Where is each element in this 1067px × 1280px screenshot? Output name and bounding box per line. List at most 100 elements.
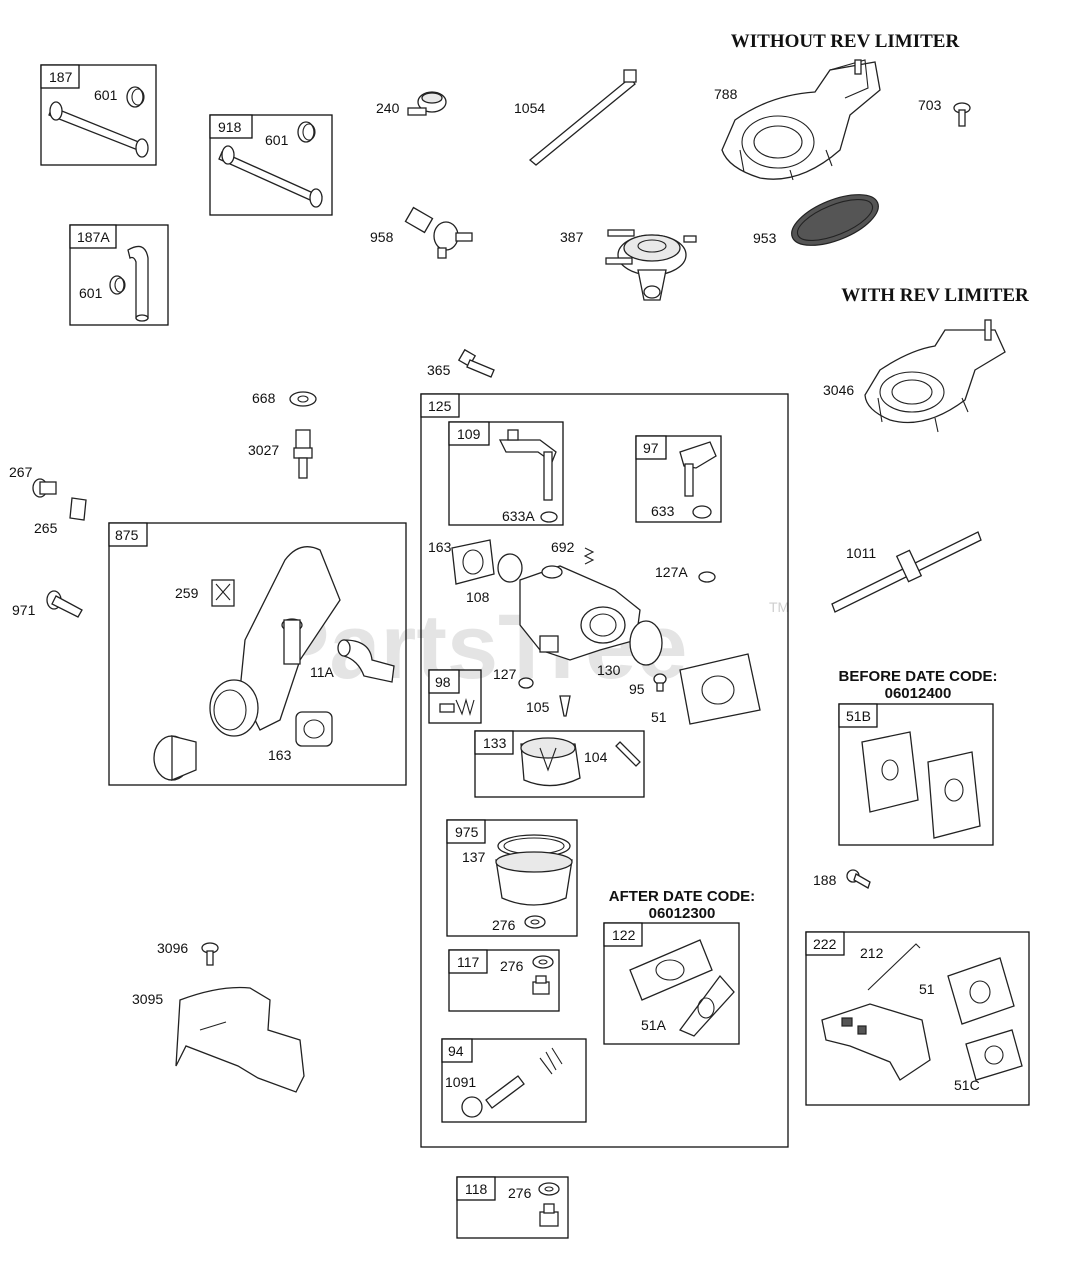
choke-plate-icon [629,620,663,666]
part-label-692: 692 [551,539,575,555]
plug-icon [698,571,716,583]
bowl-nut-icon [532,975,550,995]
kit-222[interactable]: 222 212 51 51C [805,931,1030,1106]
box-label-125: 125 [428,398,452,414]
shoulder-bolt-icon[interactable] [46,590,83,618]
clip-icon[interactable] [69,497,87,521]
fuel-filter-icon[interactable] [407,91,447,116]
part-label-267: 267 [9,464,33,480]
choke-shaft-icon [679,441,717,497]
cable-tie-icon[interactable] [528,69,637,166]
part-label-163: 163 [428,539,452,555]
part-label-3096: 3096 [157,940,188,956]
part-label-276: 276 [492,917,516,933]
part-label-953: 953 [753,230,777,246]
kit-97[interactable]: 97 633 [635,435,722,523]
box-label-222: 222 [813,936,837,952]
fitting-icon[interactable] [32,478,57,498]
kit-187[interactable]: 187 601 [40,64,157,166]
part-label-163: 163 [268,747,292,763]
spring-icon [583,547,595,565]
part-label-104: 104 [584,749,608,765]
part-label-127: 127 [493,666,517,682]
air-cleaner-base-rev-limiter-icon[interactable] [864,319,1006,433]
part-label-1054: 1054 [514,100,545,116]
kit-918[interactable]: 918 601 [209,114,333,216]
kit-118[interactable]: 118 276 [456,1176,569,1239]
gasket-icon [629,939,713,1001]
note-after-date-code-value: 06012300 [649,905,716,922]
carburetor-body-icon [519,565,641,661]
bracket-icon[interactable] [175,986,305,1093]
spacer-stud-icon[interactable] [293,429,313,479]
hose-icon [48,101,149,158]
washer-icon [524,915,546,929]
part-label-130: 130 [597,662,621,678]
fuel-pump-icon[interactable] [605,229,697,301]
box-label-94: 94 [448,1043,464,1059]
kit-122[interactable]: 122 51A [603,922,740,1045]
washer-icon[interactable] [289,391,317,407]
part-label-788: 788 [714,86,738,102]
part-label-633: 633 [651,503,675,519]
fuel-shutoff-valve-icon[interactable] [404,206,473,259]
box-label-975: 975 [455,824,479,840]
gasket-icon [678,974,735,1037]
float-pin-icon [615,741,641,767]
kit-98[interactable]: 98 [428,669,482,724]
part-label-212: 212 [860,945,884,961]
screw-spring-icon [439,697,475,717]
float-icon [520,737,581,787]
kit-133[interactable]: 133 104 [474,730,645,798]
screw-icon[interactable] [846,869,871,889]
bowl-nut-icon [539,1203,559,1227]
link-rod-icon [867,943,921,991]
part-label-276: 276 [508,1185,532,1201]
intake-manifold-icon [153,546,341,781]
clamp-icon [297,121,316,143]
part-label-1091: 1091 [445,1074,476,1090]
box-label-875: 875 [115,527,139,543]
gasket-icon [861,731,919,813]
kit-94[interactable]: 94 1091 [441,1038,587,1123]
box-label-117: 117 [457,954,480,970]
bolt-icon[interactable] [457,348,495,378]
part-label-1011: 1011 [846,545,876,561]
part-label-127A: 127A [655,564,688,580]
kit-51B[interactable]: 51B [838,703,994,846]
screw-icon[interactable] [953,102,971,127]
part-label-276: 276 [500,958,524,974]
kit-975[interactable]: 975 137 276 [446,819,578,937]
clamp-icon [126,86,145,108]
note-before-date-code: BEFORE DATE CODE: [839,668,998,685]
kit-109[interactable]: 109 633A [448,421,564,526]
part-label-188: 188 [813,872,837,888]
air-filter-icon[interactable] [785,184,885,256]
part-label-668: 668 [252,390,276,406]
throttle-shaft-icon [498,429,557,501]
part-label-3046: 3046 [823,382,854,398]
washer-icon [538,1182,560,1196]
air-cleaner-base-icon[interactable] [721,59,881,181]
governor-bracket-icon [821,1003,931,1081]
heading-without-rev-limiter: WITHOUT REV LIMITER [731,31,960,52]
gasket-icon [927,751,981,839]
box-label-51B: 51B [846,708,871,724]
box-label-187A: 187A [77,229,110,245]
box-label-118: 118 [465,1181,488,1197]
kit-125-carburetor[interactable]: 125 109 633A 97 633 [420,393,789,1148]
part-label-137: 137 [462,849,486,865]
screw-icon[interactable] [201,942,219,966]
plug-icon [518,677,534,689]
part-label-51A: 51A [641,1017,667,1033]
kit-187A[interactable]: 187A 601 [69,224,169,326]
note-before-date-code-value: 06012400 [885,685,952,702]
part-label-601: 601 [94,87,118,103]
insulator-gasket-icon [679,653,761,725]
kit-875[interactable]: 875 259 11A 163 [108,522,407,786]
fuel-line-icon[interactable] [831,531,982,613]
box-label-918: 918 [218,119,242,135]
idle-screw-icon [461,1047,563,1118]
clamp-icon [109,275,126,295]
kit-117[interactable]: 117 276 [448,949,560,1012]
